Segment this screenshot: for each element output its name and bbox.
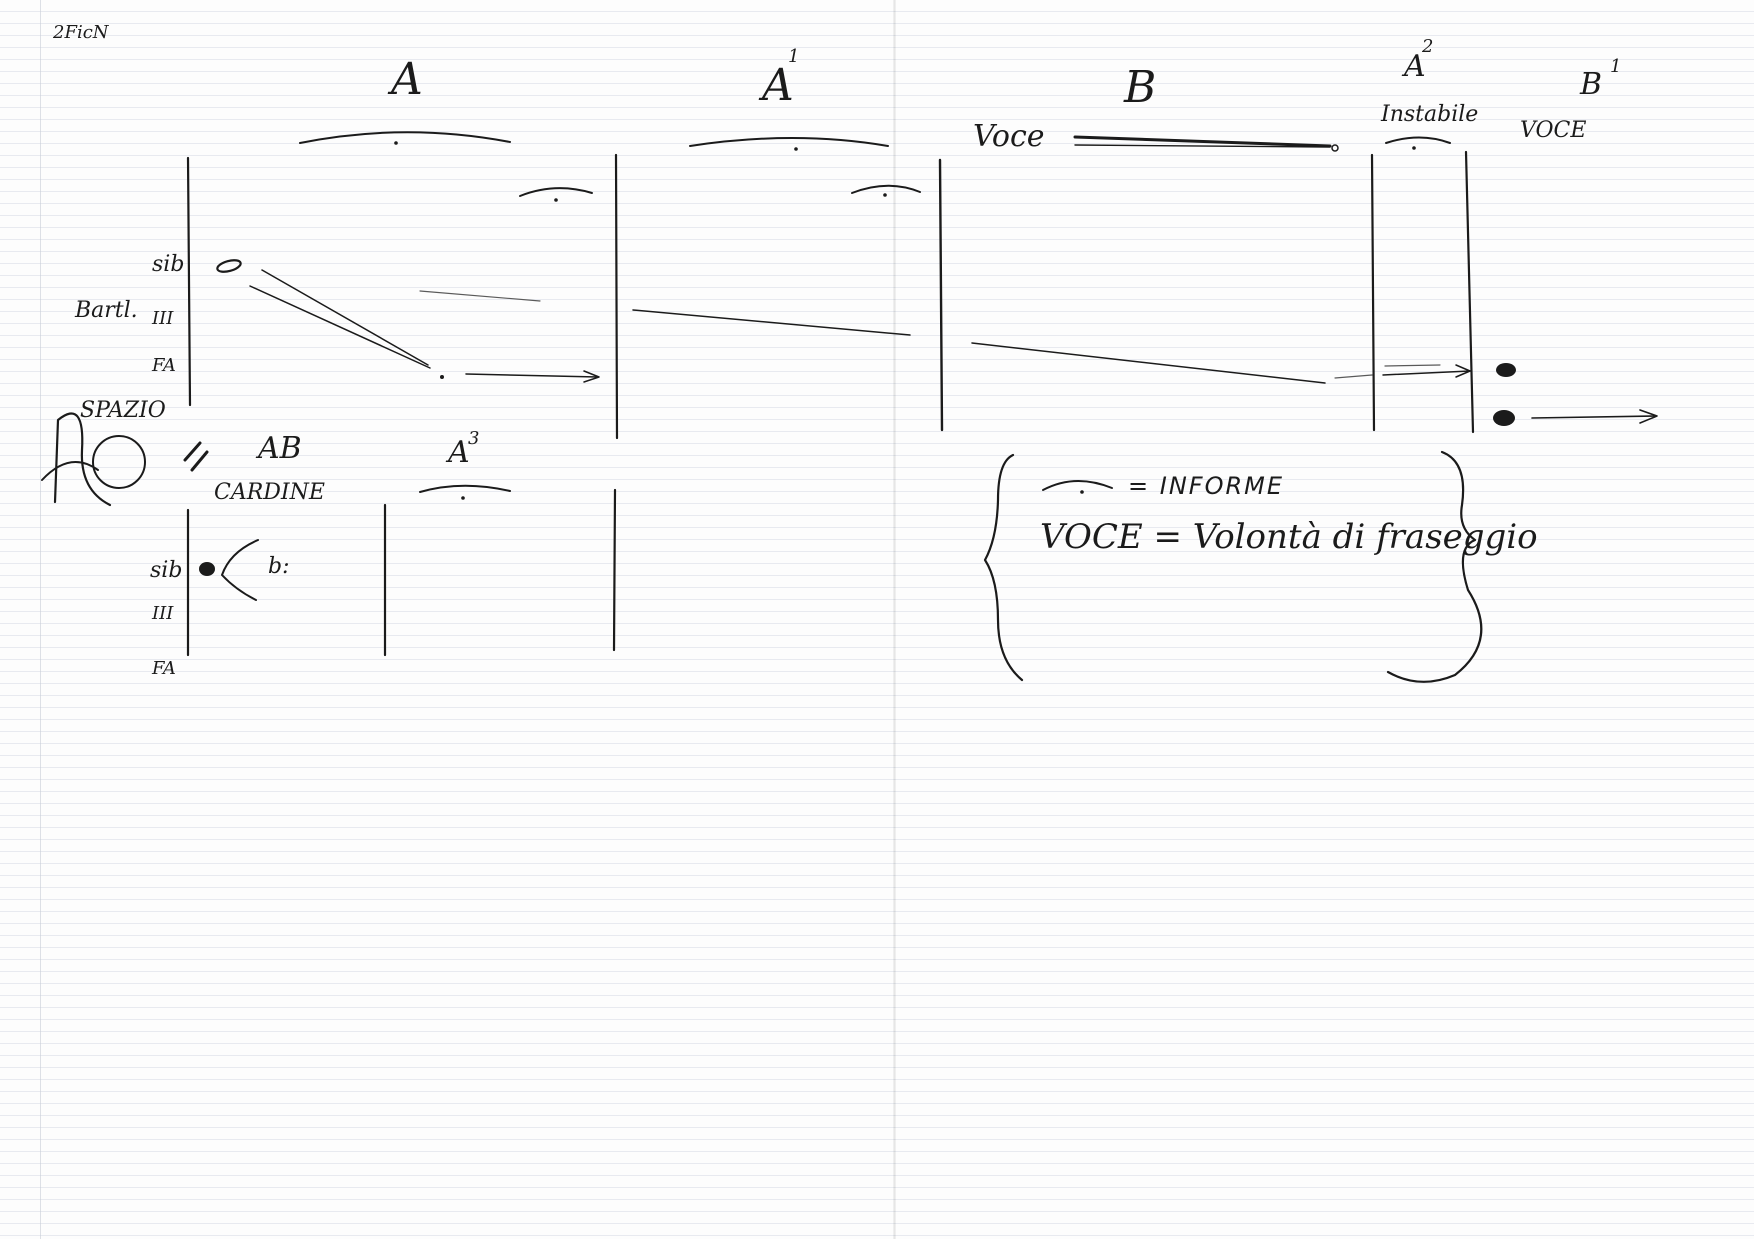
legend-brace-right — [1388, 452, 1481, 682]
faint-line-a2 — [1385, 365, 1440, 366]
arrow-a2 — [1383, 371, 1470, 375]
double-slash — [185, 443, 207, 470]
barline-start — [188, 158, 190, 405]
voce-label-b: Voce — [973, 122, 1045, 152]
spazio-scribble-2 — [42, 462, 98, 480]
arc-a-small-dot — [554, 198, 558, 202]
legend-voce-definition: VOCE = Volontà di fraseggio — [1040, 520, 1538, 554]
legend-arc-dot — [1080, 490, 1084, 494]
arc-a — [300, 132, 510, 143]
cardine-label: CARDINE — [214, 482, 325, 504]
spazio-scribble — [55, 413, 110, 505]
line-a1 — [633, 310, 910, 335]
note-b1-lower — [1493, 410, 1515, 426]
section-b1-label: B — [1580, 70, 1602, 100]
upper-pitch-fa: FA — [152, 357, 176, 375]
legend-arc — [1043, 481, 1112, 490]
note-b1-upper — [1496, 363, 1516, 377]
voce-label-b1: VOCE — [1520, 120, 1586, 142]
section-b-label: B — [1124, 66, 1156, 110]
legend-brace-left — [985, 455, 1022, 680]
legend-informe: = INFORME — [1128, 474, 1284, 498]
section-a1-sup: 1 — [788, 48, 799, 66]
gliss-line-1 — [262, 270, 428, 365]
faint-line-a — [420, 291, 540, 301]
barline-a2-b1 — [1466, 152, 1473, 432]
instabile-label: Instabile — [1381, 104, 1478, 126]
section-a-label: A — [391, 58, 423, 102]
lower-pitch-mid: III — [152, 605, 173, 623]
section-ab-label: AB — [258, 434, 302, 464]
arc-a1 — [690, 138, 888, 146]
section-a3-sup: 3 — [468, 430, 479, 448]
arc-a-dot — [394, 141, 398, 145]
barline-a1-b — [940, 160, 942, 430]
arc-a1-dot — [794, 147, 798, 151]
arc-a1-small-dot — [883, 193, 887, 197]
faint-line-b — [1335, 375, 1372, 378]
barline-a-a1 — [616, 155, 617, 438]
upper-instrument: Bartl. — [75, 300, 138, 322]
arc-a3-dot — [461, 496, 465, 500]
gliss-end-dot — [440, 375, 444, 379]
b-mark: b: — [268, 556, 290, 578]
lower-barline-end — [614, 490, 615, 650]
upper-pitch-sib: sib — [152, 254, 184, 276]
note-sib-lower — [199, 562, 215, 576]
line-b — [972, 343, 1325, 383]
arc-a1-small — [852, 186, 920, 193]
spazio-circle — [93, 436, 145, 488]
lower-pitch-sib: sib — [150, 560, 182, 582]
spazio-label: SPAZIO — [80, 400, 166, 422]
voce-line-end — [1332, 145, 1338, 151]
corner-mark: 2FicN — [53, 24, 109, 42]
section-a3-label: A — [448, 438, 470, 468]
gliss-line-2 — [250, 286, 430, 368]
arc-a-small — [520, 188, 592, 196]
note-sib-upper — [216, 258, 242, 274]
lower-branch — [222, 540, 258, 600]
section-a1-label: A — [762, 64, 794, 108]
arc-a2 — [1386, 138, 1450, 144]
section-b1-sup: 1 — [1610, 58, 1621, 76]
arc-a3 — [420, 486, 510, 492]
section-a2-sup: 2 — [1422, 38, 1433, 56]
arrow-b1 — [1532, 416, 1655, 418]
barline-b-a2 — [1372, 155, 1374, 430]
arc-a2-dot — [1412, 146, 1416, 150]
arrow-fa-a — [466, 374, 598, 377]
upper-instrument-num: III — [152, 310, 173, 328]
lower-pitch-fa: FA — [152, 660, 176, 678]
